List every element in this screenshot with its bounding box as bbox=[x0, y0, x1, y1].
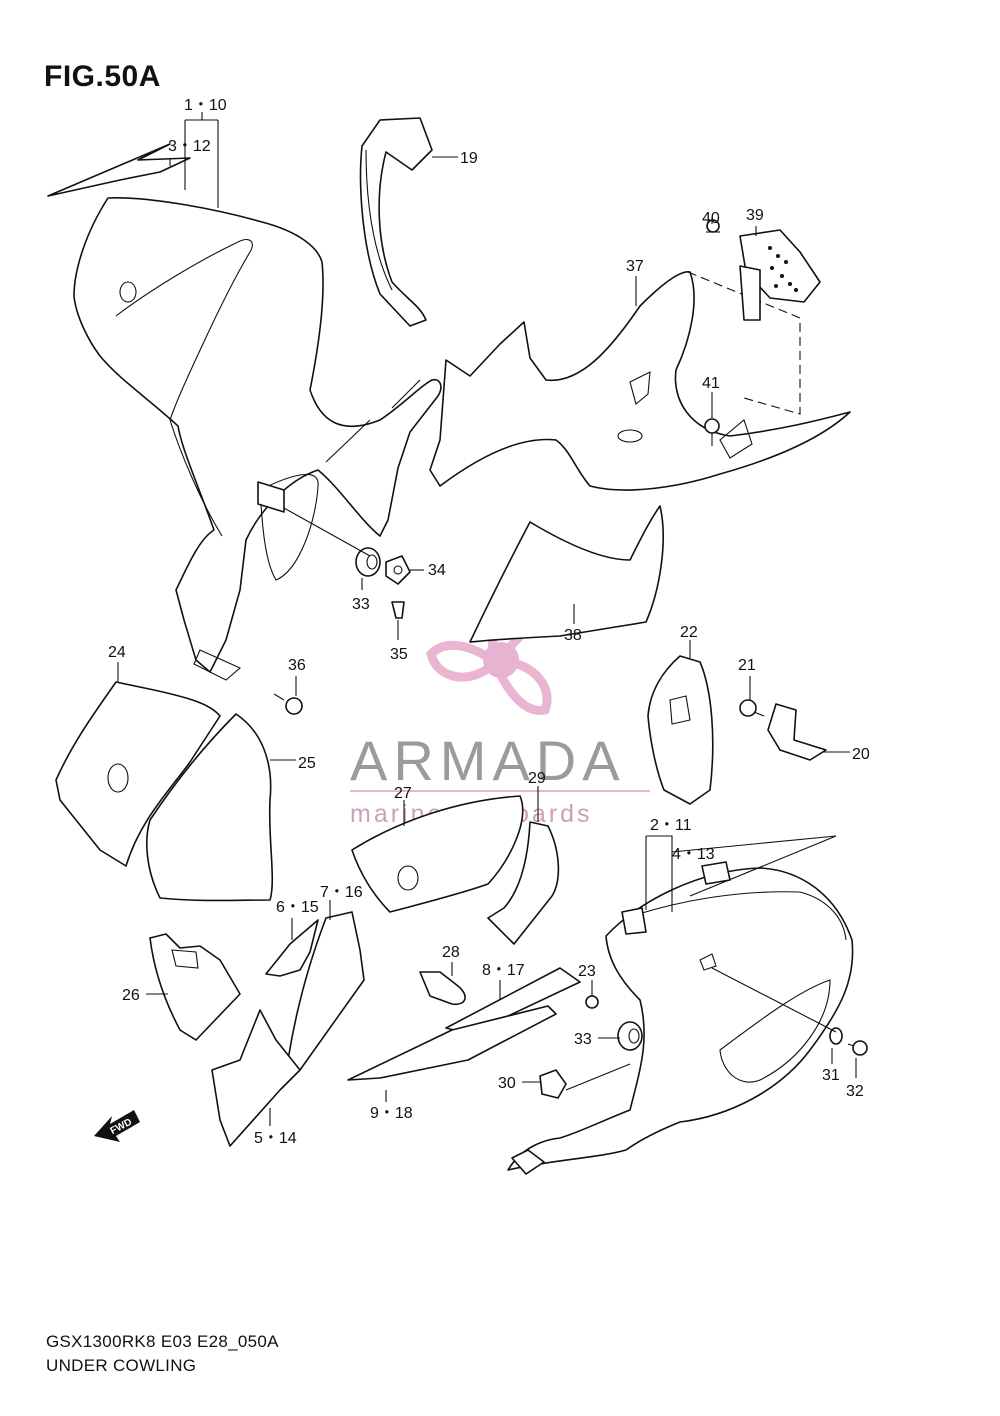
fwd-direction-marker: FWD bbox=[94, 1110, 140, 1142]
callout-label: 34 bbox=[428, 562, 446, 579]
callout-label: 9・18 bbox=[370, 1105, 413, 1122]
part-31-washer bbox=[829, 1027, 843, 1045]
callout-labels: 1・10 3・12 19 40 39 37 41 34 33 35 38 36 … bbox=[108, 97, 870, 1147]
callout-label: 3・12 bbox=[168, 138, 211, 155]
part-lower-cowling bbox=[507, 861, 854, 1175]
part-21-clip bbox=[739, 699, 765, 717]
callout-label: 39 bbox=[746, 207, 764, 224]
callout-label: 7・16 bbox=[320, 884, 363, 901]
part-5-14-panel bbox=[211, 1009, 301, 1147]
callout-label: 23 bbox=[578, 963, 596, 980]
part-upper-cowling bbox=[47, 143, 442, 681]
callout-label: 8・17 bbox=[482, 962, 525, 979]
callout-label: 30 bbox=[498, 1075, 516, 1092]
part-9-18-strip bbox=[347, 1005, 557, 1081]
part-24-panel bbox=[55, 681, 221, 867]
part-39-bracket bbox=[739, 229, 821, 321]
watermark-brand: ARMADA bbox=[350, 729, 626, 792]
callout-label: 36 bbox=[288, 657, 306, 674]
callout-label: 33 bbox=[574, 1031, 592, 1048]
callout-label: 38 bbox=[564, 627, 582, 644]
part-32-screw bbox=[847, 1040, 868, 1056]
callout-label: 5・14 bbox=[254, 1130, 297, 1147]
callout-label: 25 bbox=[298, 755, 316, 772]
callout-label: 26 bbox=[122, 987, 140, 1004]
fwd-label: FWD bbox=[109, 1117, 134, 1137]
part-6-15-panel bbox=[265, 919, 319, 977]
part-19-bracket bbox=[359, 117, 433, 327]
part-38-panel bbox=[469, 505, 664, 643]
part-7-16-panel bbox=[287, 911, 365, 1071]
callout-label: 32 bbox=[846, 1083, 864, 1100]
part-27-panel bbox=[351, 795, 524, 913]
figure-title: FIG.50A bbox=[44, 60, 161, 93]
callout-label: 27 bbox=[394, 785, 412, 802]
part-33-grommet bbox=[355, 547, 381, 577]
callout-label: 35 bbox=[390, 646, 408, 663]
callout-label: 33 bbox=[352, 596, 370, 613]
callout-label: 31 bbox=[822, 1067, 840, 1084]
part-29-strip bbox=[487, 821, 560, 945]
model-code: GSX1300RK8 E03 E28_050A bbox=[46, 1332, 279, 1351]
part-28-clip bbox=[419, 971, 466, 1006]
section-name: UNDER COWLING bbox=[46, 1356, 197, 1375]
callout-label: 28 bbox=[442, 944, 460, 961]
callout-label: 19 bbox=[460, 150, 478, 167]
part-34-nut bbox=[385, 555, 411, 585]
callout-label: 20 bbox=[852, 746, 870, 763]
callout-label: 29 bbox=[528, 770, 546, 787]
part-25-panel bbox=[146, 713, 274, 902]
part-41-screw bbox=[704, 418, 720, 446]
callout-label: 22 bbox=[680, 624, 698, 641]
callout-label: 2・11 bbox=[650, 817, 692, 834]
part-23-screw bbox=[585, 995, 599, 1009]
arrow-left-icon bbox=[94, 1110, 140, 1142]
part-20-bracket bbox=[767, 703, 827, 761]
callout-label: 40 bbox=[702, 210, 720, 227]
part-36-screw bbox=[273, 693, 303, 715]
part-26-panel bbox=[149, 933, 241, 1041]
callout-label: 1・10 bbox=[184, 97, 227, 114]
callout-label: 41 bbox=[702, 375, 720, 392]
part-37-side-cowling bbox=[429, 271, 851, 491]
callout-leaders bbox=[117, 112, 857, 1126]
callout-label: 21 bbox=[738, 657, 756, 674]
part-30-nut bbox=[539, 1069, 567, 1099]
part-22-cover bbox=[647, 655, 714, 805]
callout-label: 24 bbox=[108, 644, 126, 661]
callout-label: 6・15 bbox=[276, 899, 319, 916]
part-33-grommet-lower bbox=[617, 1021, 643, 1051]
part-35-screw bbox=[391, 601, 405, 619]
callout-label: 37 bbox=[626, 258, 644, 275]
callout-label: 4・13 bbox=[672, 846, 715, 863]
part-40-bolt bbox=[706, 219, 720, 233]
